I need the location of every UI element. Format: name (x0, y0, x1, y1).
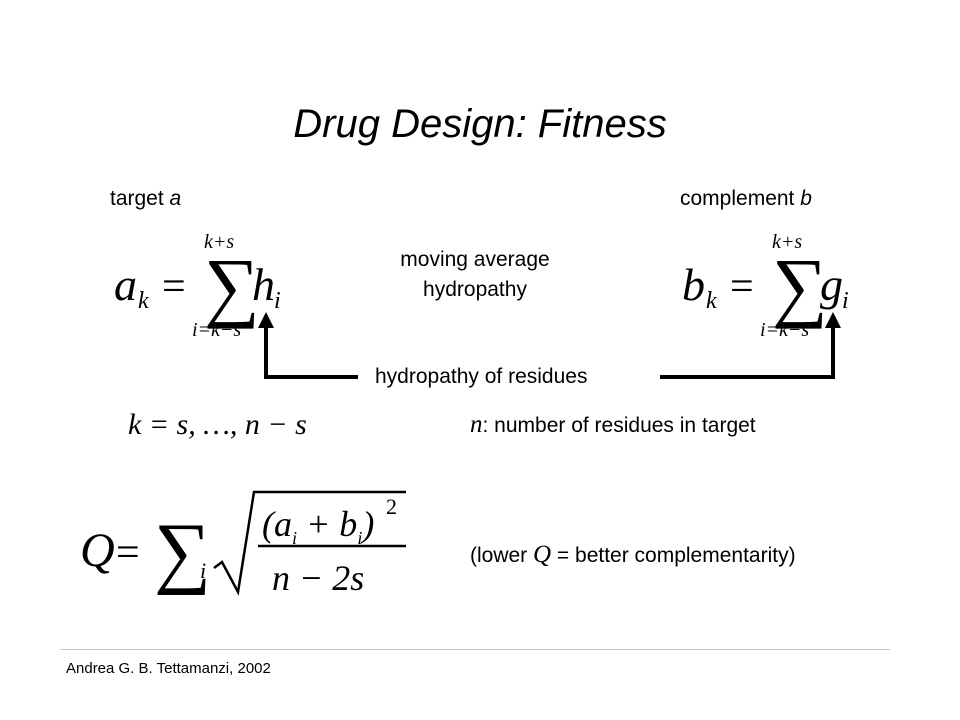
right-connector-line (660, 322, 835, 379)
b-lhs: b (682, 259, 705, 310)
target-a-label: target a (110, 187, 182, 210)
q-numerator: (ai + bi) (262, 504, 374, 548)
q-equals: = (116, 530, 140, 576)
hydropathy-of-residues-label: hydropathy of residues (375, 365, 588, 388)
formula-q: Q = ∑ i (ai + bi) 2 n − 2s (80, 490, 406, 598)
complement-b-label: complement b (680, 187, 812, 210)
formula-b-k: b k = ∑ k+s i=k−s g i (682, 231, 849, 341)
formula-a-k: a k = ∑ k+s i=k−s h i (114, 231, 281, 341)
a-upper-limit: k+s (204, 231, 234, 253)
n-variable: n (470, 411, 483, 438)
a-lhs: a (114, 259, 137, 310)
q-sum-subscript: i (200, 558, 206, 583)
b-lower-limit: i=k−s (760, 319, 809, 341)
left-connector-line (264, 322, 358, 379)
q-denominator: n − 2s (272, 558, 364, 598)
q-sigma-icon: ∑ (154, 508, 211, 596)
complement-variable: b (800, 187, 812, 210)
slide-title: Drug Design: Fitness (293, 102, 667, 146)
q-radical-icon (213, 490, 406, 596)
left-arrowhead-icon (258, 312, 274, 328)
a-sigma-icon: ∑ (204, 242, 260, 329)
k-range: k = s, …, n − s (128, 408, 307, 441)
footer-author: Andrea G. B. Tettamanzi, 2002 (66, 660, 271, 677)
a-lhs-subscript: k (138, 288, 149, 314)
n-definition: n: number of residues in target (470, 412, 756, 439)
q-lhs: Q (80, 524, 115, 577)
b-term-subscript: i (842, 288, 849, 314)
a-term: h (252, 259, 275, 310)
n-description: : number of residues in target (482, 414, 756, 437)
b-sigma-icon: ∑ (772, 242, 828, 329)
moving-average-label: moving average hydropathy (360, 245, 590, 305)
b-equals: = (730, 264, 754, 310)
moving-average-line2: hydropathy (423, 278, 527, 301)
right-arrowhead-icon (825, 312, 841, 328)
b-term: g (820, 259, 843, 310)
b-lhs-subscript: k (706, 288, 717, 314)
a-lower-limit: i=k−s (192, 319, 241, 341)
q-exponent: 2 (386, 494, 397, 519)
q-note: (lower Q = better complementarity) (470, 541, 796, 568)
b-upper-limit: k+s (772, 231, 802, 253)
a-term-subscript: i (274, 288, 281, 314)
target-variable: a (169, 187, 182, 210)
a-equals: = (162, 264, 186, 310)
footer-divider (60, 649, 890, 650)
moving-average-line1: moving average (400, 248, 550, 271)
q-variable: Q (533, 541, 552, 568)
